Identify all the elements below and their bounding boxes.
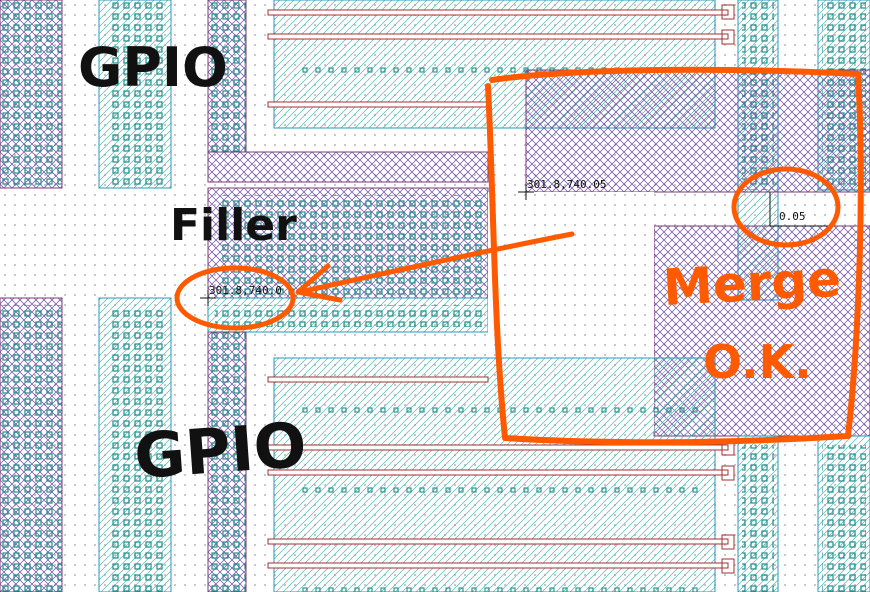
gpio-top-left-cell	[0, 0, 247, 189]
coord-highlight-circle	[174, 265, 296, 331]
gpio-bottom-stripes	[267, 357, 870, 592]
pointer-arrow	[295, 231, 575, 303]
coord-label-upper: 301.8,740.05	[527, 178, 606, 191]
gpio-label-top: GPIO	[78, 36, 228, 99]
merge-highlight-box	[485, 66, 864, 446]
gpio-bottom-left-cell	[0, 297, 247, 592]
coord-label-lower: 301.8,740.0	[209, 284, 282, 297]
dimension-label: 0.05	[779, 210, 806, 223]
filler-label: Filler	[170, 200, 297, 251]
coord-marker-upper: 301.8,740.05	[518, 178, 606, 200]
dimension-highlight-circle	[731, 166, 841, 248]
gpio-label-bottom: GPIO	[132, 408, 309, 493]
coord-marker-lower: 301.8,740.0	[200, 284, 282, 306]
merge-ok-label-line2: O.K.	[703, 335, 812, 389]
dimension-marker: 0.05	[769, 192, 830, 227]
merge-ok-label-line1: Merge	[662, 250, 843, 317]
